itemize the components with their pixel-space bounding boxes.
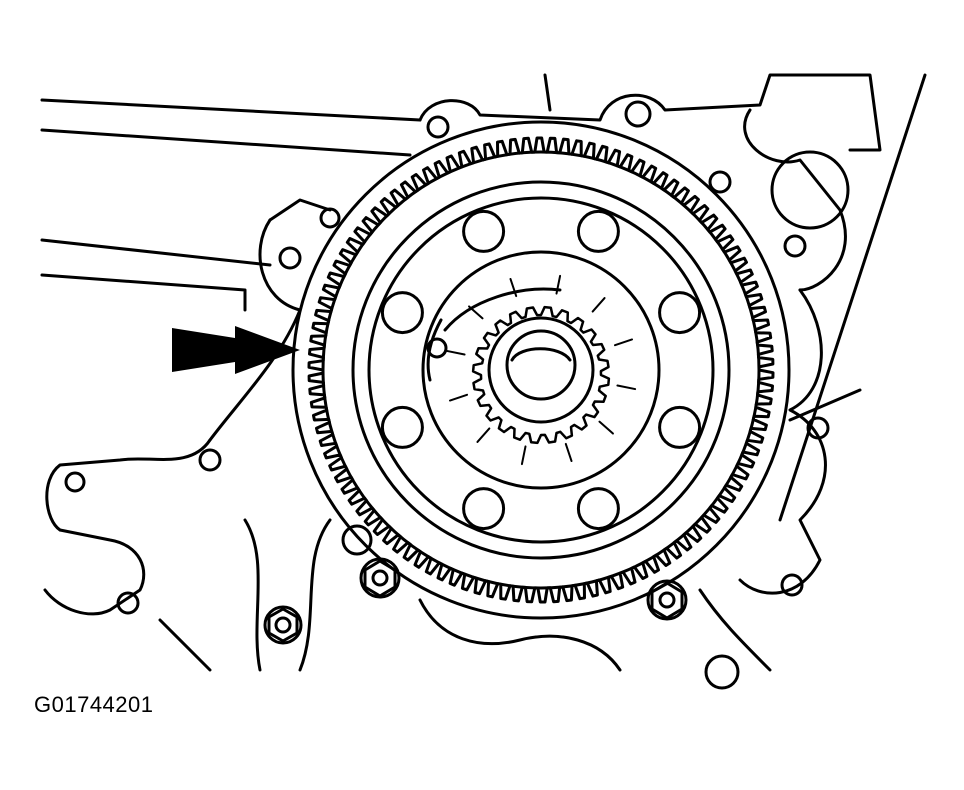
plate-tab: [520, 445, 527, 466]
flywheel-hole: [462, 209, 506, 253]
bolt-lower-right: [704, 654, 740, 690]
plate-tabs: [445, 274, 637, 466]
ring-gear-teeth: [307, 136, 775, 604]
flywheel-hole: [462, 487, 506, 531]
engine-block-outline: [40, 73, 927, 672]
hub-spline-profile: [471, 305, 611, 445]
flywheel-diagram: [40, 73, 927, 690]
plate-tab: [598, 420, 614, 435]
plate-tab: [555, 274, 562, 295]
hub-spline-teeth: [471, 305, 611, 445]
flywheel-bolt-holes: [380, 209, 702, 531]
flywheel-outer-boss: [291, 120, 791, 620]
plate-tab: [591, 297, 606, 313]
flywheel-hole: [380, 405, 424, 449]
plate-tab: [468, 305, 484, 320]
indicator-arrow: [172, 326, 300, 374]
bolt-right: [646, 579, 688, 621]
bolts: [263, 557, 740, 690]
flywheel-hole: [658, 405, 702, 449]
figure-id-label: G01744201: [34, 692, 154, 717]
flywheel-hole: [658, 291, 702, 335]
bolt-center: [359, 557, 401, 599]
ring-gear-profile: [307, 136, 775, 604]
ring-gear-root-circle: [321, 150, 761, 590]
plate-tab: [476, 427, 491, 443]
flywheel-inner-rim: [367, 196, 715, 544]
plate-tab: [564, 442, 573, 463]
plate-tab: [616, 384, 637, 391]
flywheel: [291, 120, 791, 620]
plate-tab: [445, 349, 466, 356]
plate-tab: [613, 338, 634, 347]
hub-outer: [487, 316, 595, 424]
flywheel-face-circle: [351, 180, 731, 560]
hub-bore: [505, 329, 577, 401]
bolt-left: [263, 605, 303, 645]
flywheel-hole: [576, 209, 620, 253]
hub-bore-edge: [510, 347, 572, 362]
flywheel-hole: [380, 291, 424, 335]
pressure-plate-ring: [421, 250, 661, 490]
plate-tab: [448, 393, 469, 402]
dowel-pin: [426, 337, 448, 359]
flywheel-hole: [576, 487, 620, 531]
plate-tab: [509, 277, 518, 298]
